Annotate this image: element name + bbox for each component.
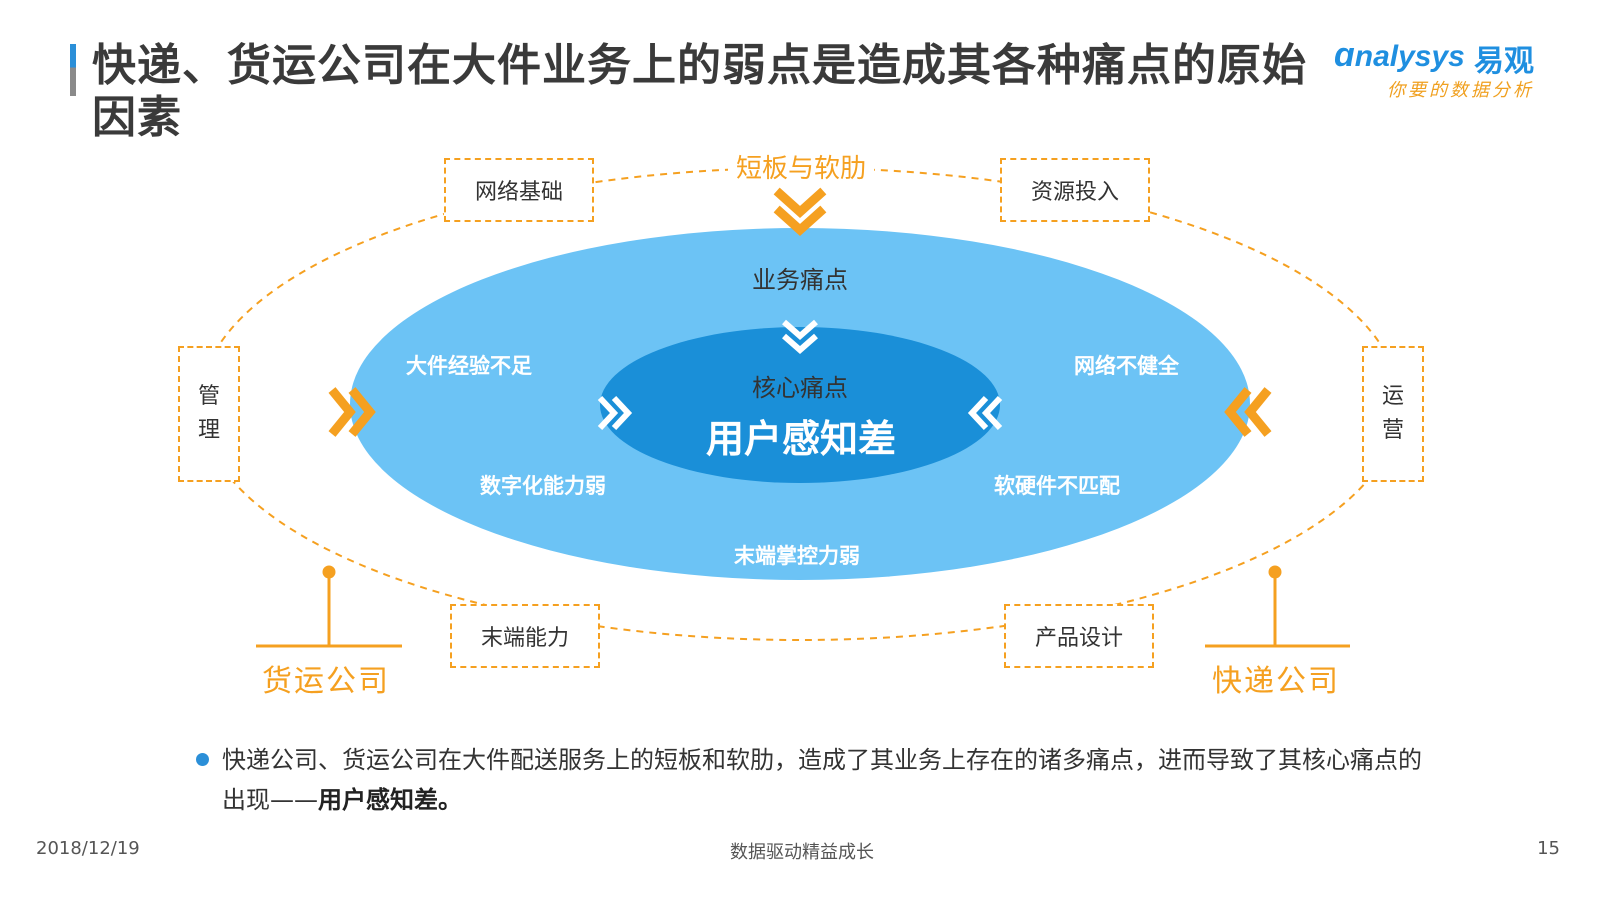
business-pain-label: 业务痛点 bbox=[752, 266, 848, 294]
footer-date: 2018/12/19 bbox=[36, 838, 140, 859]
resource-investment-box: 资源投入 bbox=[1000, 158, 1150, 222]
left-company-connector bbox=[256, 565, 402, 648]
pain-large-item-inexperience: 大件经验不足 bbox=[406, 354, 532, 378]
bullet-icon bbox=[196, 753, 209, 766]
page-number: 15 bbox=[1537, 838, 1560, 859]
footer-slogan: 数据驱动精益成长 bbox=[730, 842, 874, 863]
last-mile-label: 末端能力 bbox=[480, 626, 569, 651]
right-chevron-orange-icon bbox=[328, 387, 376, 437]
management-char-2: 理 bbox=[197, 418, 220, 443]
operations-box: 运 营 bbox=[1362, 346, 1424, 482]
title-accent-bar bbox=[70, 44, 76, 96]
core-pain-ellipse bbox=[600, 327, 1000, 483]
summary-text: 快递公司、货运公司在大件配送服务上的短板和软肋，造成了其业务上存在的诸多痛点，进… bbox=[222, 746, 1422, 814]
product-design-label: 产品设计 bbox=[1034, 626, 1123, 651]
right-company-connector bbox=[1205, 565, 1350, 648]
freight-company-label: 货运公司 bbox=[262, 664, 390, 699]
logo-tagline: 你要的数据分析 bbox=[1387, 80, 1534, 101]
logo-brand: ɑnalysys bbox=[1334, 36, 1465, 74]
left-chevron-orange-icon bbox=[1224, 387, 1272, 437]
down-chevron-white-icon bbox=[782, 319, 818, 354]
management-char-1: 管 bbox=[197, 384, 220, 409]
summary-emphasis: 用户感知差。 bbox=[318, 786, 462, 814]
core-pain-label: 核心痛点 bbox=[752, 374, 848, 402]
summary-bullet: 快递公司、货运公司在大件配送服务上的短板和软肋，造成了其业务上存在的诸多痛点，进… bbox=[196, 740, 1436, 820]
express-company-label: 快递公司 bbox=[1212, 664, 1340, 699]
operations-char-2: 营 bbox=[1381, 418, 1404, 443]
resource-investment-label: 资源投入 bbox=[1030, 180, 1119, 205]
product-design-box: 产品设计 bbox=[1004, 604, 1154, 668]
left-chevron-white-icon bbox=[967, 395, 1003, 431]
network-foundation-box: 网络基础 bbox=[444, 158, 594, 222]
network-foundation-label: 网络基础 bbox=[474, 180, 563, 205]
logo-brand-cn: 易观 bbox=[1474, 44, 1534, 79]
management-box: 管 理 bbox=[178, 346, 240, 482]
last-mile-box: 末端能力 bbox=[450, 604, 600, 668]
down-chevron-icon bbox=[773, 187, 827, 237]
pain-last-mile-control: 末端掌控力弱 bbox=[734, 544, 860, 568]
right-chevron-white-icon bbox=[597, 395, 633, 431]
operations-char-1: 运 bbox=[1381, 384, 1404, 409]
pain-weak-digital: 数字化能力弱 bbox=[480, 474, 606, 498]
pain-network-incomplete: 网络不健全 bbox=[1074, 354, 1179, 378]
weakness-title: 短板与软肋 bbox=[728, 148, 875, 185]
pain-hw-sw-mismatch: 软硬件不匹配 bbox=[994, 474, 1120, 498]
analysys-logo: ɑnalysys 易观 你要的数据分析 bbox=[1334, 36, 1534, 101]
page-title: 快递、货运公司在大件业务上的弱点是造成其各种痛点的原始因素 bbox=[92, 40, 1307, 143]
core-pain-value: 用户感知差 bbox=[706, 417, 897, 461]
